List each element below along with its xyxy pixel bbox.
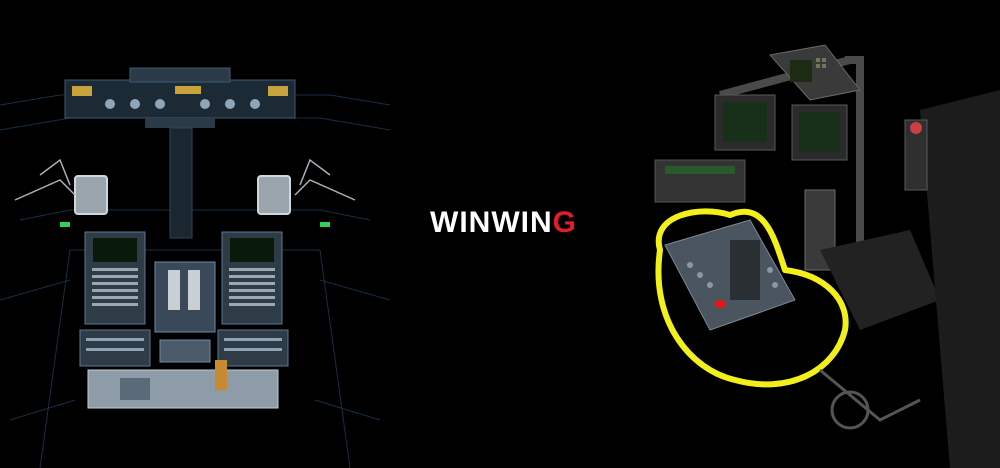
mfd-left <box>714 94 776 151</box>
rudder-pedals <box>74 175 291 215</box>
mcdu-right <box>221 231 283 325</box>
throttle-quadrant <box>154 261 216 363</box>
mfd-right <box>791 104 848 161</box>
glareshield-panel <box>64 67 296 128</box>
logo-text-accent: G <box>552 206 577 239</box>
logo-text-main: WINWIN <box>430 206 553 239</box>
mcdu-left <box>84 231 146 325</box>
highlight-outline <box>655 208 849 388</box>
fighter-sim-rig-image <box>620 0 1000 468</box>
ufc-panel <box>769 44 861 101</box>
side-control-panel <box>664 219 796 331</box>
airliner-cockpit-image <box>0 0 390 468</box>
sim-seat <box>820 90 1000 468</box>
